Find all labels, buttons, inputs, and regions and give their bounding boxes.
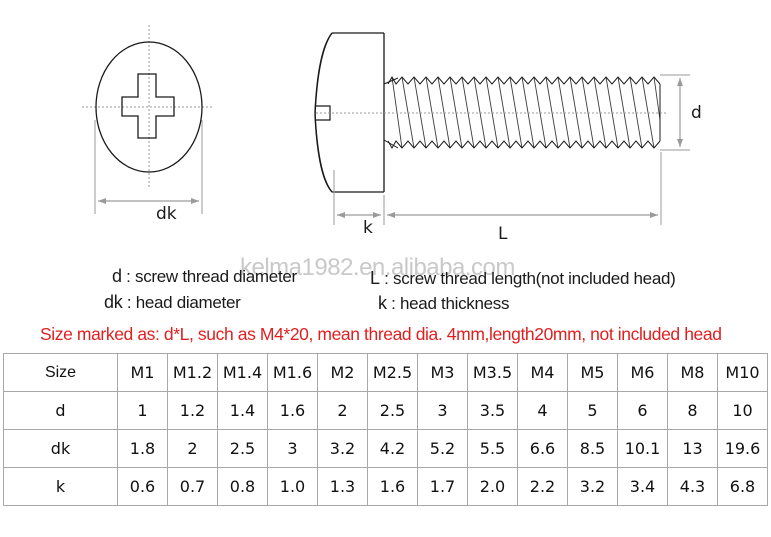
value-cell: 2.5	[367, 391, 418, 430]
value-cell: 0.8	[217, 467, 268, 506]
legend-item-dk: dk : head diameter	[104, 292, 241, 313]
value-cell: 6.6	[517, 429, 568, 468]
legend-key: dk	[104, 292, 123, 312]
legend-item-L: L : screw thread length(not included hea…	[370, 268, 676, 289]
size-spec-table: Size M1 M1.2 M1.4 M1.6 M2 M2.5 M3 M3.5 M…	[3, 353, 768, 506]
row-label: d	[3, 391, 118, 430]
row-label: dk	[3, 429, 118, 468]
legend-text: head diameter	[135, 293, 241, 312]
row-label: k	[3, 467, 118, 506]
value-cell: 1.7	[417, 467, 468, 506]
size-cell: M6	[617, 353, 668, 392]
value-cell: 1.0	[267, 467, 318, 506]
size-cell: M3	[417, 353, 468, 392]
value-cell: 0.7	[167, 467, 218, 506]
legend-key: d	[112, 266, 122, 286]
value-cell: 5	[567, 391, 618, 430]
legend-sep: :	[379, 269, 393, 288]
value-cell: 1.6	[267, 391, 318, 430]
legend-key: L	[370, 268, 380, 288]
size-cell: M2.5	[367, 353, 418, 392]
size-cell: M4	[517, 353, 568, 392]
size-cell: M1.6	[267, 353, 318, 392]
value-cell: 5.5	[467, 429, 518, 468]
value-cell: 3.4	[617, 467, 668, 506]
value-cell: 2.5	[217, 429, 268, 468]
value-cell: 0.6	[117, 467, 168, 506]
value-cell: 3	[267, 429, 318, 468]
value-cell: 3.2	[317, 429, 368, 468]
legend-sep: :	[122, 293, 136, 312]
value-cell: 1	[117, 391, 168, 430]
size-cell: M3.5	[467, 353, 518, 392]
screw-side-view	[314, 32, 690, 225]
value-cell: 10	[717, 391, 768, 430]
value-cell: 19.6	[717, 429, 768, 468]
value-cell: 2.2	[517, 467, 568, 506]
size-cell: M1.4	[217, 353, 268, 392]
value-cell: 4	[517, 391, 568, 430]
legend-text: screw thread length(not included head)	[393, 269, 676, 288]
value-cell: 6	[617, 391, 668, 430]
legend-text: screw thread diameter	[135, 267, 297, 286]
value-cell: 2.0	[467, 467, 518, 506]
value-cell: 3.2	[567, 467, 618, 506]
size-cell: M1	[117, 353, 168, 392]
table-header-row: Size M1 M1.2 M1.4 M1.6 M2 M2.5 M3 M3.5 M…	[3, 353, 768, 392]
value-cell: 3	[417, 391, 468, 430]
value-cell: 1.8	[117, 429, 168, 468]
d-dimension-label: d	[691, 103, 702, 123]
legend-text: head thickness	[399, 294, 510, 313]
size-cell: M8	[667, 353, 718, 392]
value-cell: 4.3	[667, 467, 718, 506]
value-cell: 6.8	[717, 467, 768, 506]
size-cell: M2	[317, 353, 368, 392]
k-dimension-label: k	[363, 218, 373, 238]
table-row-d: d 1 1.2 1.4 1.6 2 2.5 3 3.5 4 5 6 8 10	[3, 391, 768, 430]
dk-dimension-label: dk	[156, 204, 177, 224]
value-cell: 1.3	[317, 467, 368, 506]
legend-sep: :	[121, 267, 135, 286]
value-cell: 4.2	[367, 429, 418, 468]
legend-key: k	[378, 293, 387, 313]
value-cell: 2	[167, 429, 218, 468]
value-cell: 3.5	[467, 391, 518, 430]
value-cell: 2	[317, 391, 368, 430]
table-row-k: k 0.6 0.7 0.8 1.0 1.3 1.6 1.7 2.0 2.2 3.…	[3, 467, 768, 506]
legend-item-d: d : screw thread diameter	[112, 266, 297, 287]
header-size-label: Size	[3, 353, 118, 392]
legend-item-k: k : head thickness	[378, 293, 510, 314]
size-cell: M5	[567, 353, 618, 392]
value-cell: 10.1	[617, 429, 668, 468]
value-cell: 1.2	[167, 391, 218, 430]
table-row-dk: dk 1.8 2 2.5 3 3.2 4.2 5.2 5.5 6.6 8.5 1…	[3, 429, 768, 468]
size-cell: M1.2	[167, 353, 218, 392]
screw-drawing: dk k L d	[0, 0, 771, 260]
head-top-view	[82, 25, 213, 214]
value-cell: 8.5	[567, 429, 618, 468]
value-cell: 5.2	[417, 429, 468, 468]
value-cell: 13	[667, 429, 718, 468]
size-note: Size marked as: d*L, such as M4*20, mean…	[40, 324, 722, 344]
value-cell: 1.6	[367, 467, 418, 506]
size-cell: M10	[717, 353, 768, 392]
watermark: kelma1982.en.alibaba.com	[240, 254, 515, 281]
L-dimension-label: L	[498, 224, 508, 244]
legend-sep: :	[386, 294, 400, 313]
value-cell: 8	[667, 391, 718, 430]
value-cell: 1.4	[217, 391, 268, 430]
